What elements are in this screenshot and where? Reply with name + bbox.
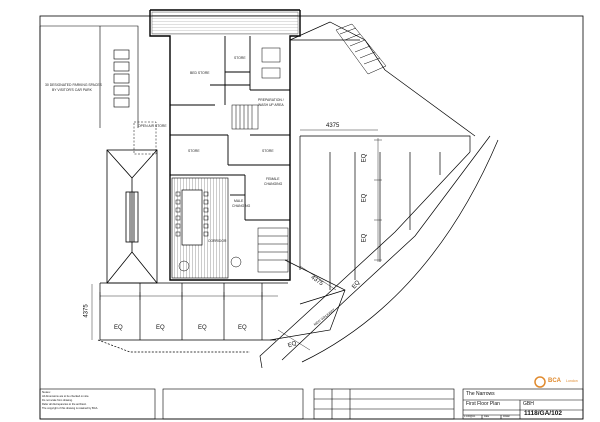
open-air-store [133,121,157,155]
title-block [39,388,584,420]
internal-walls [170,36,290,221]
dim-bottom-2: EQ [156,325,165,331]
site-boundary-curve [301,139,499,363]
date-label: Date [484,415,490,418]
label-store-left: STORE [188,149,200,153]
dim-right-1: EQ [361,153,368,163]
label-prep: PREPARATION / [258,98,284,102]
parking-area [39,25,139,150]
project-name: The Narrows [466,391,495,397]
left-pavilion [106,149,158,284]
label-parking: 30 DESIGNATED PARKING SPACES [45,83,102,87]
dim-left-side: 4375 [83,304,90,318]
drawn-label: Drawn [503,415,510,418]
label-male-sub: CHANGING [232,204,251,208]
label-male: MALE [234,199,244,203]
label-prep-sub: WASH UP AREA [258,103,284,107]
dimension-lines [91,129,382,351]
label-store-mid: STORE [262,149,274,153]
drawing-title: First Floor Plan [466,401,500,407]
notes-line-2: Do not scale from drawing. [42,399,73,402]
dim-bottom-3: EQ [198,325,207,331]
client-name: GBH [523,401,534,407]
notes-line-4: The copyright of this drawing is retaine… [42,407,99,410]
label-store-top: STORE [234,56,246,60]
right-wing [259,21,491,369]
sheet-border [39,15,584,420]
label-parking-sub: BY VISITOR'S CAR PARK [52,88,92,92]
label-bed-store: BED STORE [190,71,210,75]
notes-line-3: Refer all discrepancies to the architect… [42,403,87,406]
notes-line-1: All dimensions are to be checked on site… [42,395,90,398]
label-female-sub: CHANGING [264,182,283,186]
drawing-number: 1118/GA/102 [524,410,562,417]
logo-mark [534,376,546,388]
dim-bottom-4: EQ [238,325,247,331]
logo-initials: BCA [548,378,561,384]
dim-bottom-1: EQ [114,325,123,331]
stairs [231,104,289,273]
label-female: FEMALE [266,177,280,181]
label-open-air-store: OPEN AIR STORE [138,124,167,128]
dim-right-3: EQ [361,233,368,243]
dim-top: 4375 [326,123,340,129]
notes-heading: Notes: [42,390,51,394]
scale-label: 1:100@A1 [464,415,476,418]
label-corridor: CORRIDOR [208,239,227,243]
logo-word: London [566,379,578,383]
walkway-deck [97,282,288,353]
dim-right-2: EQ [361,193,368,203]
